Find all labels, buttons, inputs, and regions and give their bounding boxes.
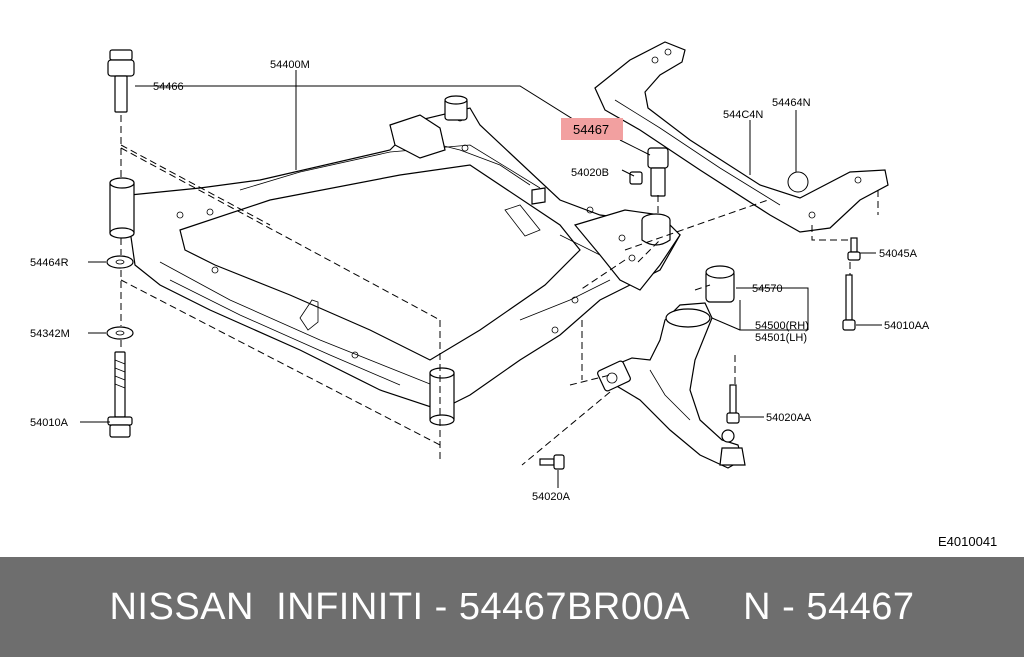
figure-id: E4010041 <box>938 534 997 549</box>
lower-control-arm <box>597 265 746 469</box>
label-544c4n: 544C4N <box>723 109 763 121</box>
label-54400m: 54400M <box>270 59 310 71</box>
footer-part-number: NISSAN INFINITI - 54467BR00A N - 54467 <box>109 585 915 628</box>
label-54464r: 54464R <box>30 257 69 269</box>
label-54466: 54466 <box>153 81 184 93</box>
label-54467: 54467 <box>573 122 609 137</box>
label-54010a: 54010A <box>30 417 69 429</box>
highlight-54467 <box>561 118 623 140</box>
stabilizer-bar-544c4n <box>594 41 889 233</box>
label-54501-lh: 54501(LH) <box>755 332 807 344</box>
label-54045a: 54045A <box>879 248 918 260</box>
label-54464n: 54464N <box>772 97 811 109</box>
label-54500-rh: 54500(RH) <box>755 320 809 332</box>
footer-banner: NISSAN INFINITI - 54467BR00A N - 54467 <box>0 557 1024 657</box>
label-54342m: 54342M <box>30 328 70 340</box>
label-54020aa: 54020AA <box>766 412 812 424</box>
label-54570: 54570 <box>752 283 783 295</box>
label-54010aa: 54010AA <box>884 320 930 332</box>
assembly-lines <box>120 115 879 466</box>
parts-diagram: 54400M 54466 54467 54020B 544C4N 54464N … <box>30 41 997 549</box>
part-labels: 54400M 54466 54467 54020B 544C4N 54464N … <box>30 59 997 549</box>
label-54020a: 54020A <box>532 491 571 503</box>
label-54020b: 54020B <box>571 167 609 179</box>
subframe-54400m <box>109 95 681 426</box>
bolts <box>106 49 861 470</box>
